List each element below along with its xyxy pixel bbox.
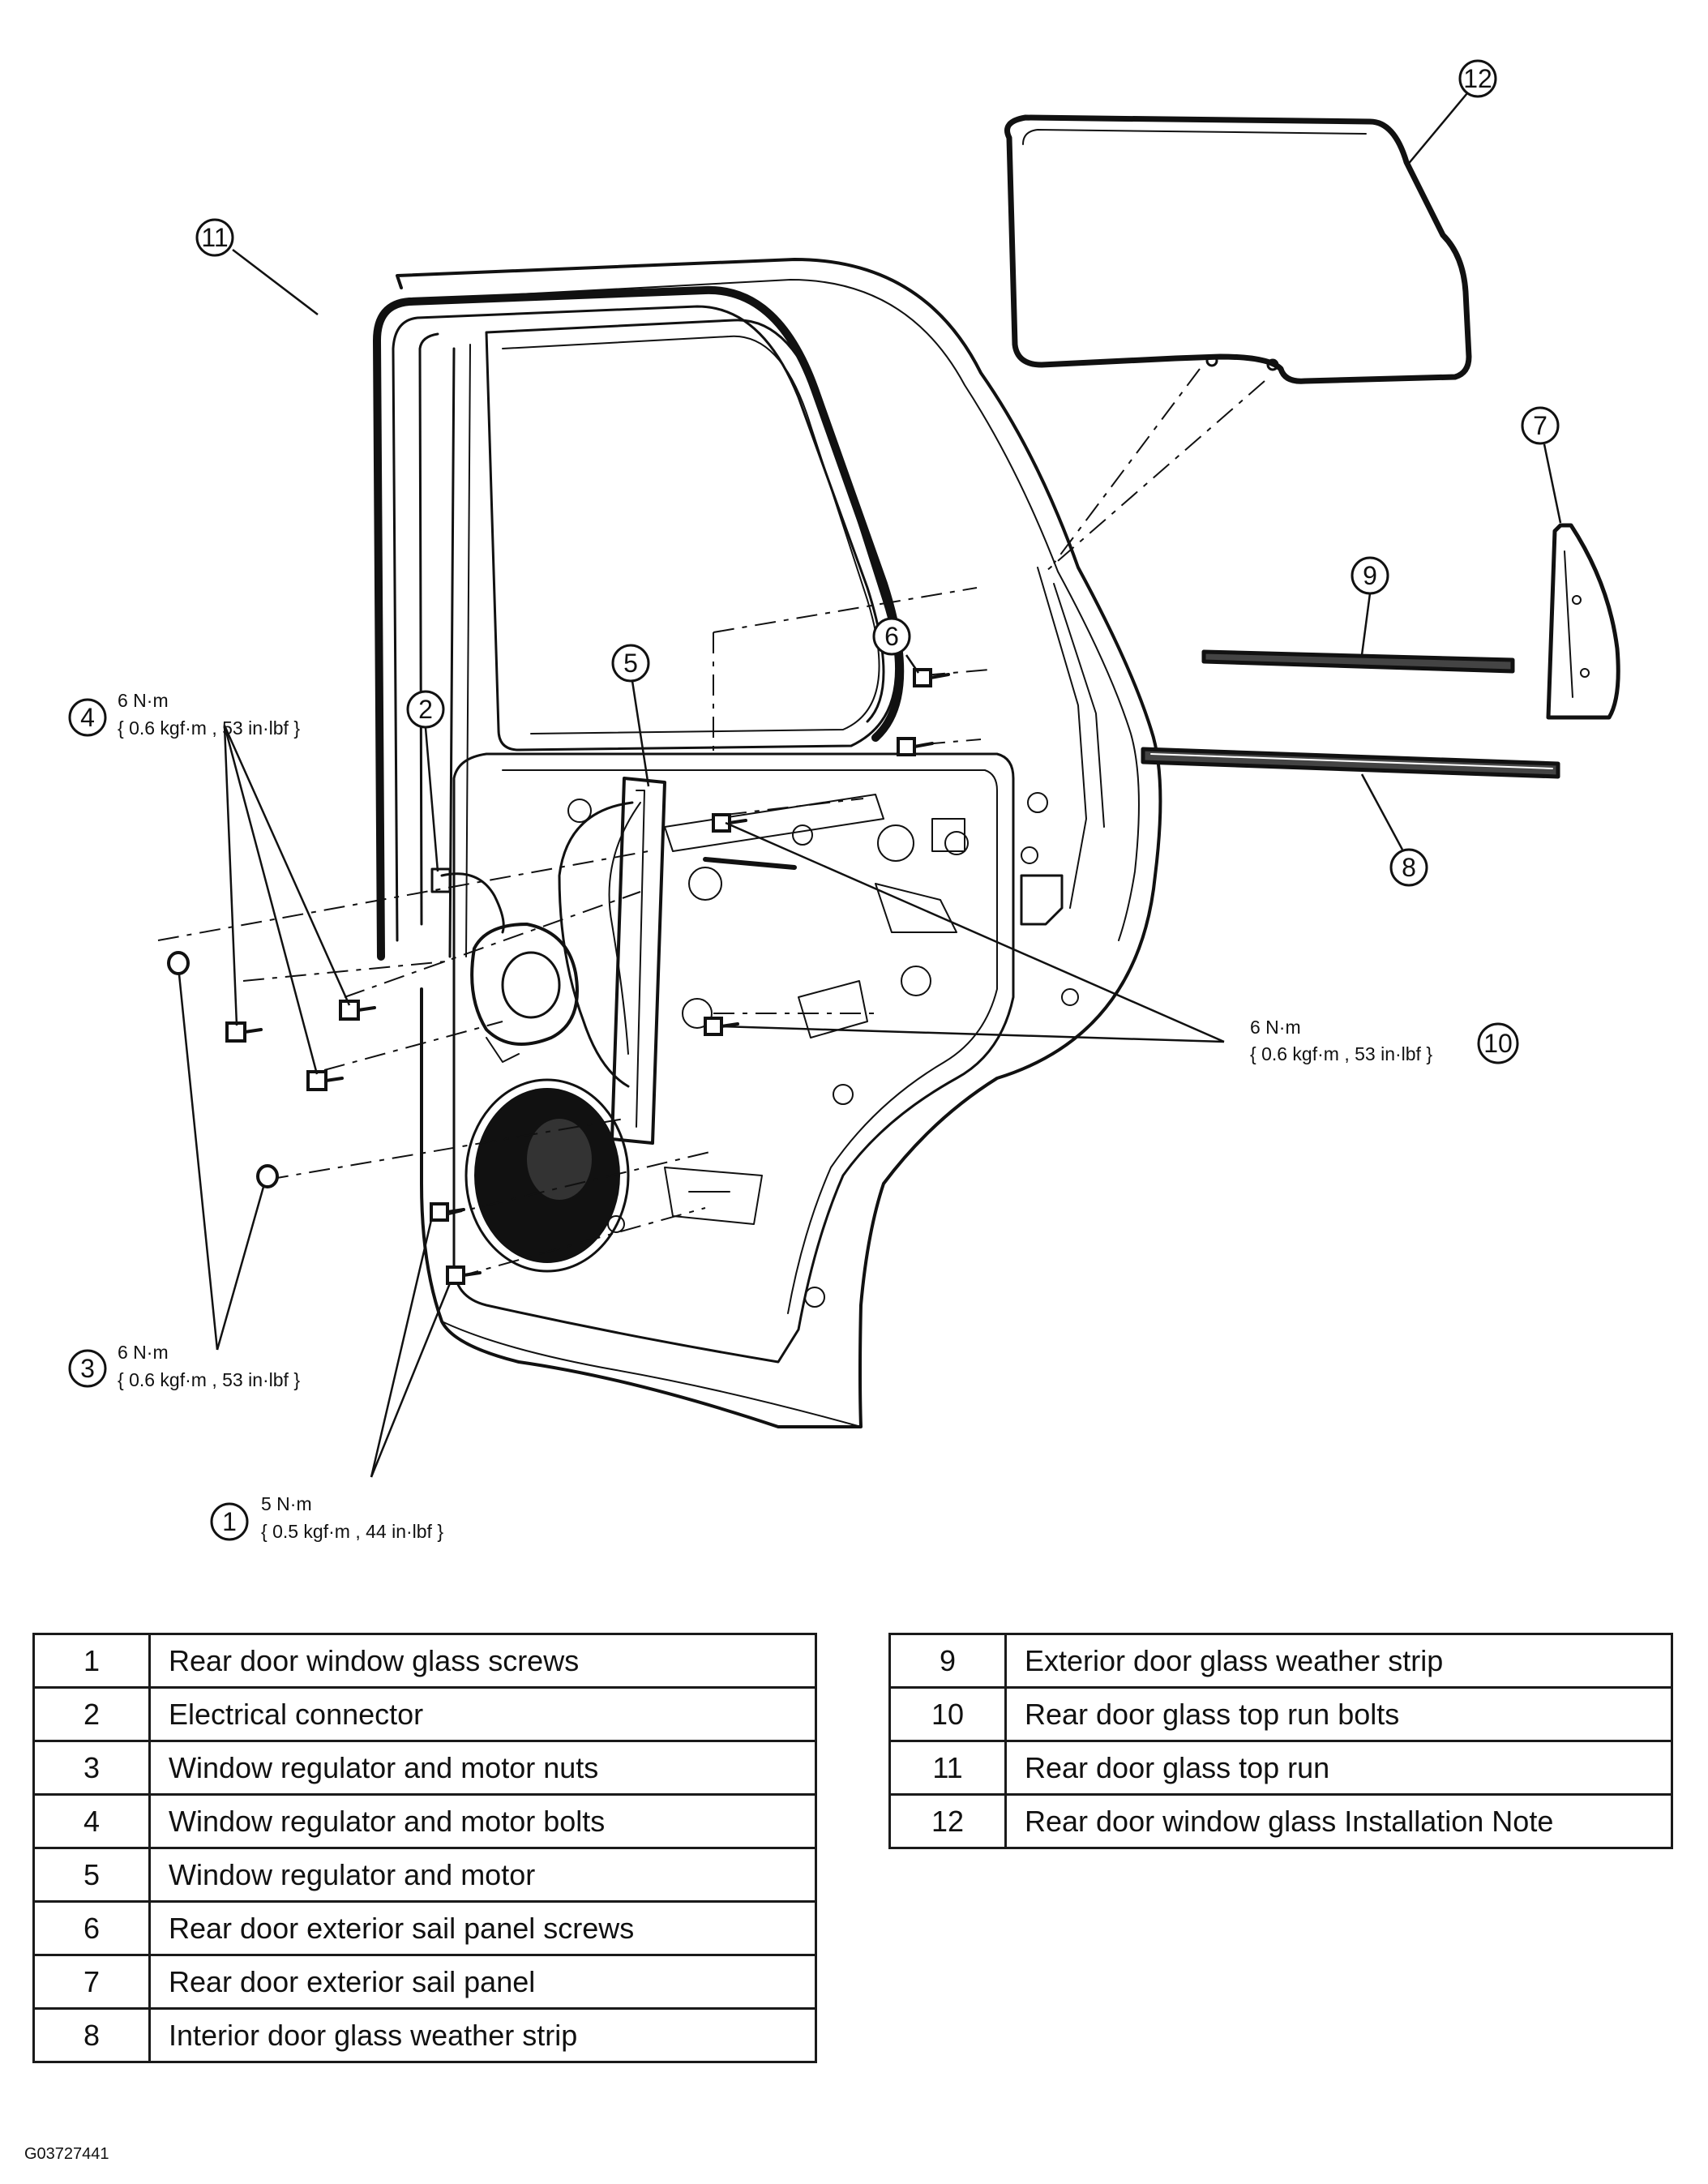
callout-3: 3 6 N·m { 0.6 kgf·m , 53 in·lbf }	[68, 1342, 300, 1390]
legend-item-number: 4	[32, 1793, 151, 1849]
window-regulator	[430, 777, 884, 1145]
callout-12: 12	[1458, 59, 1497, 98]
legend-item-description: Rear door glass top run bolts	[1004, 1686, 1673, 1742]
legend-item-number: 3	[32, 1740, 151, 1796]
legend-item-number: 10	[888, 1686, 1007, 1742]
nut	[167, 951, 279, 1188]
callout-2-number: 2	[418, 695, 433, 724]
callout-6: 6	[872, 617, 911, 656]
fasteners	[167, 668, 950, 1285]
exterior-weather-strip	[1201, 649, 1515, 674]
callout-9: 9	[1351, 556, 1389, 595]
callout-7-number: 7	[1533, 411, 1547, 440]
rear-door-exploded-diagram: 12 11 7 9 6 5 2 8 4 6 N·m { 0.6 kgf·m , …	[68, 59, 1620, 1542]
legend-item-description: Rear door exterior sail panel screws	[148, 1900, 817, 1956]
legend-item-description: Window regulator and motor	[148, 1847, 817, 1903]
sail-panel	[1546, 523, 1620, 720]
legend-item-number: 12	[888, 1793, 1007, 1849]
callout-11-number: 11	[201, 223, 228, 252]
callout-5: 5	[611, 644, 650, 683]
legend-item-description: Rear door window glass Installation Note	[1004, 1793, 1673, 1849]
legend-item-number: 11	[888, 1740, 1007, 1796]
callout-6-number: 6	[884, 622, 899, 651]
legend-item-number: 8	[32, 2007, 151, 2063]
speaker	[464, 1078, 630, 1273]
callout-7: 7	[1521, 406, 1560, 445]
legend-item-number: 9	[888, 1633, 1007, 1689]
callout-8: 8	[1389, 848, 1428, 887]
callout-5-number: 5	[623, 649, 638, 678]
callout-1-torque-nm: 5 N·m	[261, 1493, 312, 1514]
callout-4: 4 6 N·m { 0.6 kgf·m , 53 in·lbf }	[68, 690, 300, 739]
interior-weather-strip	[1141, 747, 1560, 779]
legend-item-number: 5	[32, 1847, 151, 1903]
bolt	[704, 813, 747, 1036]
callout-3-torque-detail: { 0.6 kgf·m , 53 in·lbf }	[118, 1369, 300, 1390]
window-glass	[1004, 114, 1472, 384]
legend-item-description: Rear door window glass screws	[148, 1633, 817, 1689]
screw	[897, 668, 950, 756]
callout-9-number: 9	[1363, 561, 1377, 590]
figure-id: G03727441	[24, 2145, 109, 2163]
callout-1-number: 1	[222, 1507, 237, 1536]
legend-item-description: Interior door glass weather strip	[148, 2007, 817, 2063]
legend-item-number: 1	[32, 1633, 151, 1689]
callout-3-torque-nm: 6 N·m	[118, 1342, 169, 1363]
callout-10-number: 10	[1483, 1029, 1513, 1058]
callout-8-number: 8	[1402, 853, 1416, 882]
callout-10: 6 N·m { 0.6 kgf·m , 53 in·lbf } 10	[1250, 1017, 1519, 1064]
legend-item-number: 2	[32, 1686, 151, 1742]
callout-4-torque-detail: { 0.6 kgf·m , 53 in·lbf }	[118, 717, 300, 739]
callout-3-number: 3	[80, 1354, 95, 1383]
legend-item-description: Window regulator and motor nuts	[148, 1740, 817, 1796]
dashed-alignment-lines	[157, 368, 1265, 1278]
legend-item-description: Rear door glass top run	[1004, 1740, 1673, 1796]
callout-11: 11	[195, 218, 234, 257]
callout-4-torque-nm: 6 N·m	[118, 690, 169, 711]
bolt	[225, 1000, 376, 1091]
legend-item-description: Electrical connector	[148, 1686, 817, 1742]
callout-2: 2	[406, 690, 445, 729]
legend-item-description: Rear door exterior sail panel	[148, 1954, 817, 2010]
legend-item-description: Exterior door glass weather strip	[1004, 1633, 1673, 1689]
legend-item-description: Window regulator and motor bolts	[148, 1793, 817, 1849]
screw	[430, 1202, 482, 1285]
callout-1-torque-detail: { 0.5 kgf·m , 44 in·lbf }	[261, 1521, 443, 1542]
callout-12-number: 12	[1463, 64, 1492, 93]
legend-item-number: 6	[32, 1900, 151, 1956]
legend-item-number: 7	[32, 1954, 151, 2010]
glass-top-run	[373, 285, 905, 961]
callout-10-torque-nm: 6 N·m	[1250, 1017, 1301, 1038]
callout-4-number: 4	[80, 703, 95, 732]
callout-10-torque-detail: { 0.6 kgf·m , 53 in·lbf }	[1250, 1043, 1432, 1064]
leader-lines	[178, 92, 1562, 1478]
callout-1: 1 5 N·m { 0.5 kgf·m , 44 in·lbf }	[210, 1493, 443, 1542]
